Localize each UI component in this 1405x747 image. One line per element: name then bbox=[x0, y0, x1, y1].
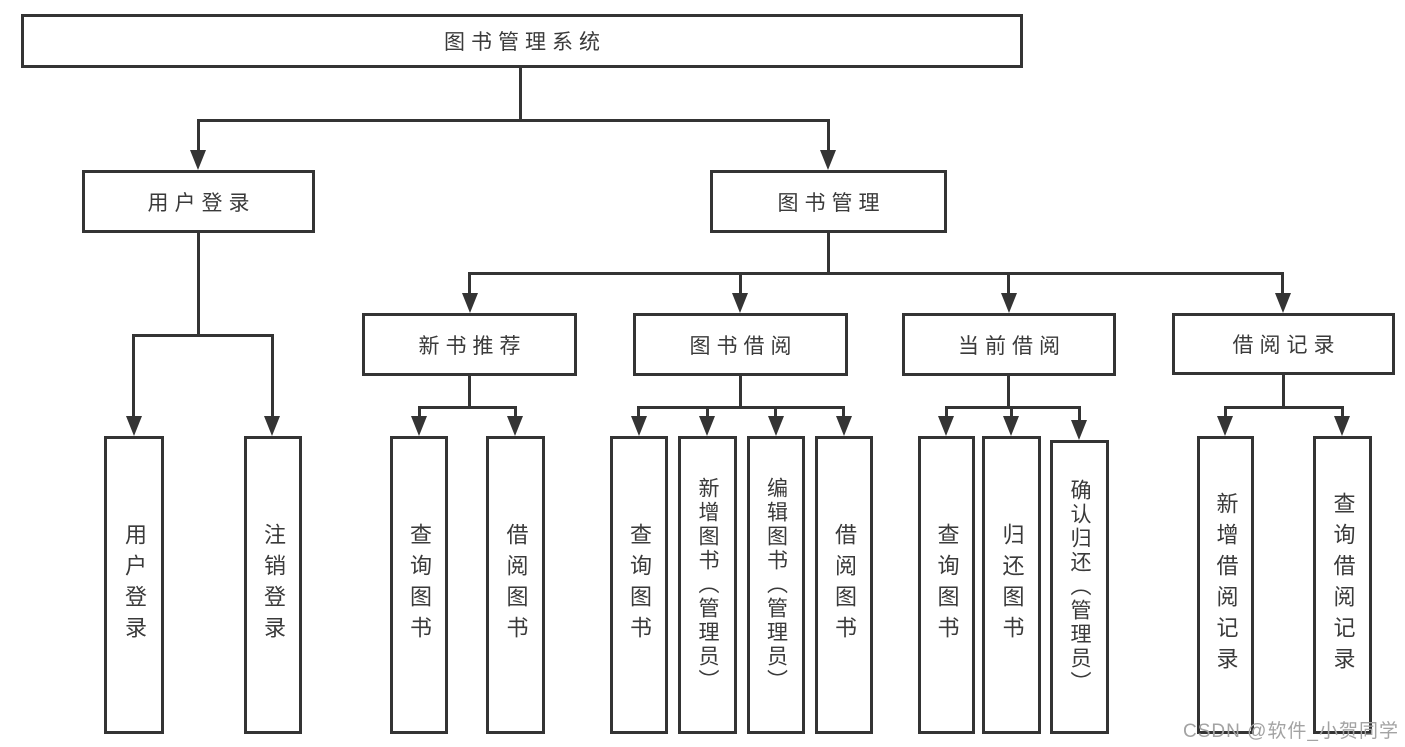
leaf-return-book: 归还图书 bbox=[982, 436, 1041, 734]
csdn-watermark: CSDN @软件_小贺同学 bbox=[1183, 721, 1399, 742]
arrow-down-icon bbox=[732, 293, 748, 313]
node-root-label: 图书管理系统 bbox=[444, 31, 606, 54]
leaf-borrow-books: 借阅图书 bbox=[815, 436, 873, 734]
arrow-down-icon bbox=[462, 293, 478, 313]
connector-line bbox=[827, 119, 830, 152]
leaf-borrow-books-recommend: 借阅图书 bbox=[486, 436, 545, 734]
leaf-edit-book-admin: 编辑图书（管理员） bbox=[747, 436, 805, 734]
arrow-down-icon bbox=[264, 416, 280, 436]
arrow-down-icon bbox=[1217, 416, 1233, 436]
connector-line bbox=[842, 406, 845, 418]
connector-line bbox=[418, 406, 421, 418]
node-borrow-record-label: 借阅记录 bbox=[1232, 334, 1341, 357]
connector-line bbox=[1007, 376, 1010, 409]
connector-line bbox=[468, 272, 1284, 275]
connector-line bbox=[514, 406, 517, 418]
connector-line bbox=[132, 334, 274, 337]
arrow-down-icon bbox=[411, 416, 427, 436]
leaf-logout: 注销登录 bbox=[244, 436, 302, 734]
leaf-query-books-recommend: 查询图书 bbox=[390, 436, 448, 734]
arrow-down-icon bbox=[768, 416, 784, 436]
arrow-down-icon bbox=[836, 416, 852, 436]
connector-line bbox=[1224, 406, 1227, 418]
arrow-down-icon bbox=[1003, 416, 1019, 436]
connector-line bbox=[945, 406, 948, 418]
connector-line bbox=[1281, 272, 1284, 295]
connector-line bbox=[1007, 272, 1010, 295]
connector-line bbox=[468, 272, 471, 295]
arrow-down-icon bbox=[507, 416, 523, 436]
leaf-query-books-current: 查询图书 bbox=[918, 436, 975, 734]
arrow-down-icon bbox=[1334, 416, 1350, 436]
node-user-login-label: 用户登录 bbox=[147, 191, 256, 215]
node-borrow-record: 借阅记录 bbox=[1172, 313, 1395, 375]
leaf-add-borrow-record: 新增借阅记录 bbox=[1197, 436, 1254, 734]
connector-line bbox=[197, 119, 200, 152]
connector-line bbox=[637, 406, 640, 418]
connector-line bbox=[1010, 406, 1013, 418]
leaf-confirm-return-admin: 确认归还（管理员） bbox=[1050, 440, 1109, 734]
connector-line bbox=[1078, 406, 1081, 422]
connector-line bbox=[774, 406, 777, 418]
connector-line bbox=[519, 68, 522, 121]
arrow-down-icon bbox=[126, 416, 142, 436]
connector-line bbox=[1224, 406, 1344, 409]
leaf-query-books-borrow: 查询图书 bbox=[610, 436, 668, 734]
node-current-borrow: 当前借阅 bbox=[902, 313, 1116, 376]
connector-line bbox=[1341, 406, 1344, 418]
arrow-down-icon bbox=[699, 416, 715, 436]
connector-line bbox=[468, 376, 471, 409]
arrow-down-icon bbox=[1001, 293, 1017, 313]
node-book-borrow-label: 图书借阅 bbox=[689, 334, 798, 358]
node-new-book-recommend: 新书推荐 bbox=[362, 313, 577, 376]
node-current-borrow-label: 当前借阅 bbox=[958, 334, 1066, 358]
connector-line bbox=[271, 334, 274, 418]
connector-line bbox=[945, 406, 1081, 409]
connector-line bbox=[739, 376, 742, 409]
arrow-down-icon bbox=[1275, 293, 1291, 313]
node-root: 图书管理系统 bbox=[21, 14, 1023, 68]
connector-line bbox=[418, 406, 517, 409]
connector-line bbox=[1282, 375, 1285, 409]
connector-line bbox=[197, 119, 830, 122]
connector-line bbox=[706, 406, 709, 418]
connector-line bbox=[637, 406, 845, 409]
arrow-down-icon bbox=[1071, 420, 1087, 440]
node-user-login: 用户登录 bbox=[82, 170, 315, 233]
connector-line bbox=[827, 233, 830, 275]
leaf-user-login: 用户登录 bbox=[104, 436, 164, 734]
arrow-down-icon bbox=[820, 150, 836, 170]
node-new-book-recommend-label: 新书推荐 bbox=[418, 334, 527, 358]
arrow-down-icon bbox=[938, 416, 954, 436]
node-book-management-label: 图书管理 bbox=[777, 191, 886, 215]
node-book-borrow: 图书借阅 bbox=[633, 313, 848, 376]
node-book-management: 图书管理 bbox=[710, 170, 947, 233]
connector-line bbox=[132, 334, 135, 418]
arrow-down-icon bbox=[190, 150, 206, 170]
leaf-query-borrow-record: 查询借阅记录 bbox=[1313, 436, 1372, 734]
leaf-add-book-admin: 新增图书（管理员） bbox=[678, 436, 737, 734]
connector-line bbox=[197, 233, 200, 337]
arrow-down-icon bbox=[631, 416, 647, 436]
connector-line bbox=[739, 272, 742, 295]
